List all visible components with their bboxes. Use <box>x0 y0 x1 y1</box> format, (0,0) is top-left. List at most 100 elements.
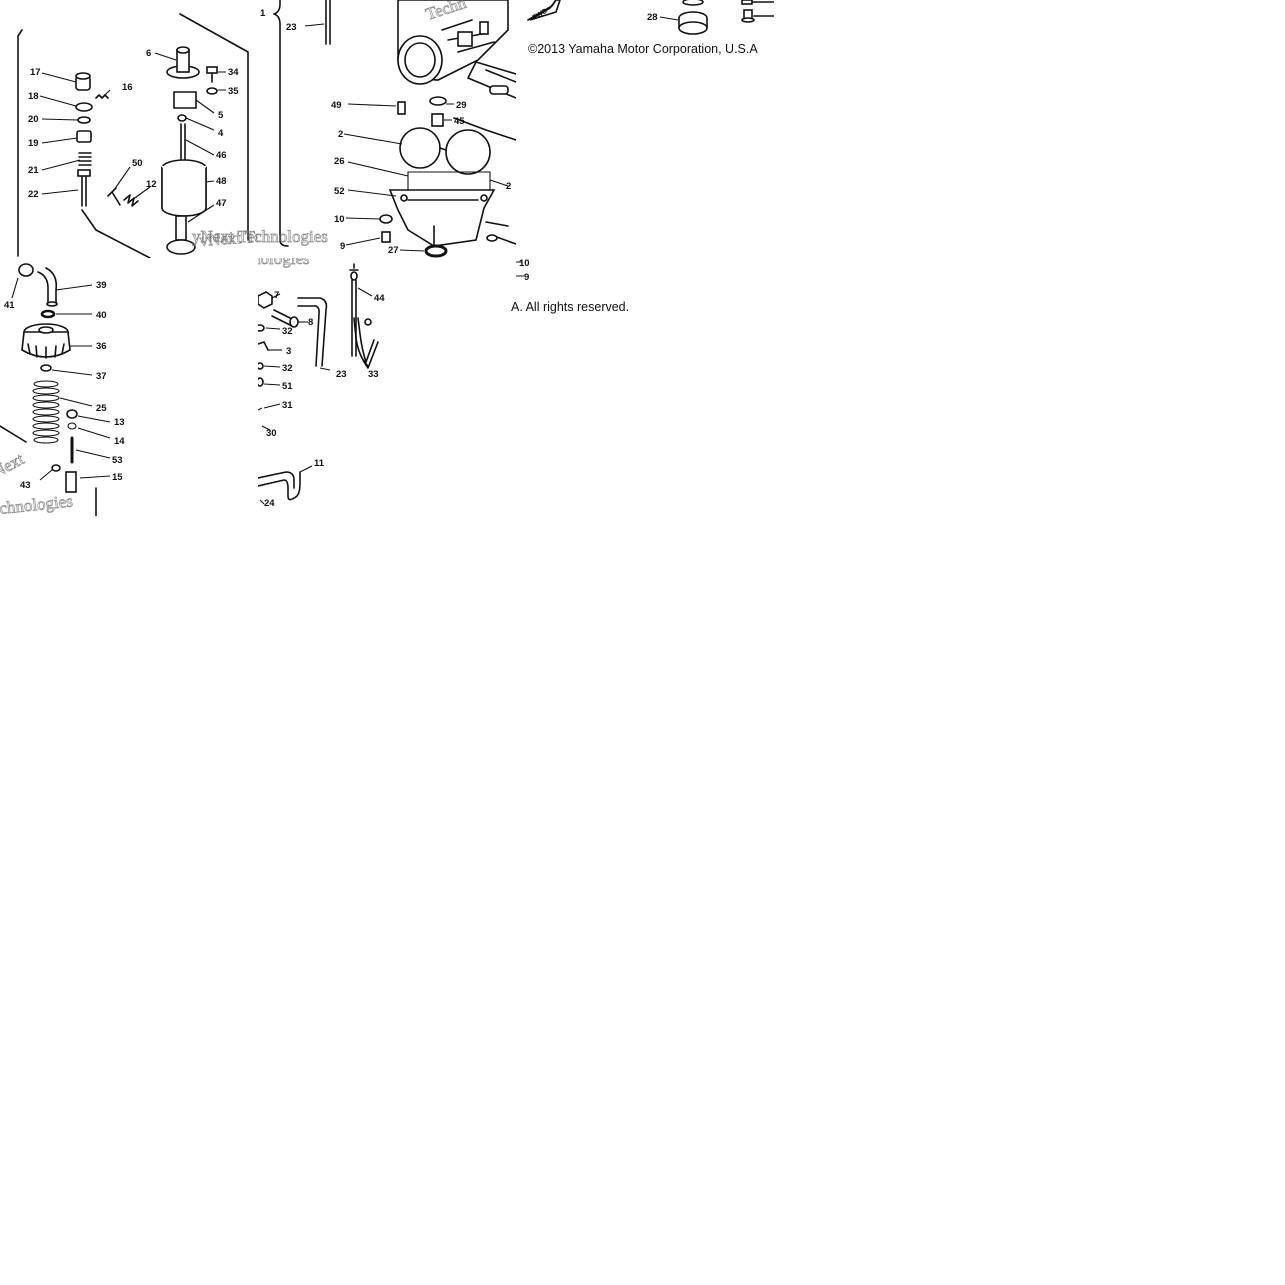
part-o-ring <box>424 244 448 258</box>
top-parts-drawing: 17 16 18 20 19 21 22 50 12 6 34 35 5 4 4… <box>17 13 258 258</box>
callout-10: 10 <box>334 214 345 225</box>
callout-7: 7 <box>274 290 279 301</box>
part-carb-body <box>397 0 509 85</box>
copyright-line-1: ©2013 Yamaha Motor Corporation, U.S.A <box>528 42 758 56</box>
part-28-cap <box>678 0 708 35</box>
top-right-drawing: FWD 28 <box>527 0 774 35</box>
watermark-4: Next <box>0 449 27 481</box>
part-clip <box>77 116 91 124</box>
part-51 <box>258 377 264 387</box>
part-plate <box>173 91 197 109</box>
callout-31: 31 <box>282 400 293 411</box>
callout-11: 11 <box>314 458 325 469</box>
callout-12: 12 <box>146 179 157 190</box>
callout-41: 41 <box>4 300 15 311</box>
callout-29: 29 <box>456 100 467 111</box>
callout-51: 51 <box>282 381 293 392</box>
watermark-5: chnologies <box>0 491 74 516</box>
part-spring <box>78 152 92 166</box>
part-tube-11 <box>258 471 301 501</box>
callout-4: 4 <box>218 128 224 139</box>
watermark-overlay: yNext Technologies <box>192 227 329 247</box>
callout-25: 25 <box>96 403 107 414</box>
callout-39: 39 <box>96 280 107 291</box>
part-washer <box>75 102 93 112</box>
callout-9b: 9 <box>524 272 529 283</box>
part-retainer <box>177 114 187 122</box>
callout-32: 32 <box>282 326 293 337</box>
cap-parts-drawing: 41 39 40 36 37 25 13 14 53 43 15 Next ch… <box>0 263 125 516</box>
callout-32b: 32 <box>282 363 293 374</box>
callout-17: 17 <box>30 67 41 78</box>
callout-16: 16 <box>122 82 133 93</box>
callout-28: 28 <box>647 12 658 23</box>
part-13 <box>66 409 78 419</box>
callout-45: 45 <box>454 116 465 127</box>
fwd-arrow: FWD <box>527 0 561 22</box>
part-cable-44 <box>349 263 373 357</box>
tile1-callouts: 17 16 18 20 19 21 22 50 12 6 34 35 5 4 4… <box>28 48 239 209</box>
part-nut-7 <box>258 291 273 309</box>
diagram-tile-top-right: FWD 28 ©2013 Yamaha Motor Corporation, U… <box>516 0 774 60</box>
callout-23b: 23 <box>336 369 347 380</box>
callout-18: 18 <box>28 91 39 102</box>
callout-40: 40 <box>96 310 107 321</box>
part-washer-37 <box>40 364 52 372</box>
callout-3: 3 <box>286 346 291 357</box>
callout-19: 19 <box>28 138 39 149</box>
frame-bottom <box>81 209 151 258</box>
callout-34: 34 <box>228 67 239 78</box>
watermark-1: vNext Tec <box>199 226 258 250</box>
callout-49: 49 <box>331 100 342 111</box>
part-adjuster-15 <box>65 471 77 493</box>
carburetor-body-drawing: 1 23 49 2 26 52 10 9 27 29 45 2 Techn <box>260 0 516 258</box>
assembly-brace <box>273 0 289 247</box>
part-washer-29 <box>429 96 447 106</box>
part-jet <box>175 215 187 241</box>
part-tube-23 <box>297 297 328 367</box>
diagram-tile-top-parts: 17 16 18 20 19 21 22 50 12 6 34 35 5 4 4… <box>0 0 258 258</box>
part-3 <box>258 341 269 351</box>
part-elbow-fitting <box>37 267 58 305</box>
callout-50: 50 <box>132 158 143 169</box>
callout-24: 24 <box>264 498 275 509</box>
callout-2b: 2 <box>506 181 511 192</box>
part-float-bowl <box>388 189 496 247</box>
part-nut-43 <box>51 464 61 472</box>
callout-14: 14 <box>114 436 125 447</box>
part-main-jet <box>431 113 444 127</box>
fwd-label: FWD <box>532 8 549 22</box>
part-main-spring <box>32 380 60 444</box>
part-washer-32 <box>258 324 265 332</box>
callout-52: 52 <box>334 186 345 197</box>
part-float-gasket <box>407 171 491 193</box>
callout-22: 22 <box>28 189 39 200</box>
callout-30: 30 <box>266 428 277 439</box>
frame-left-lower <box>0 425 27 443</box>
callout-5: 5 <box>218 110 224 121</box>
part-small-spring <box>95 94 109 99</box>
callout-44: 44 <box>374 293 385 304</box>
diagram-tile-hoses: 7 8 32 3 32 51 31 30 23 33 44 11 24 nolo… <box>258 258 516 516</box>
part-idle-screw <box>271 309 299 328</box>
watermark-3: nologies <box>258 258 310 268</box>
part-nut <box>76 130 92 143</box>
part-rod <box>81 171 87 207</box>
callout-2: 2 <box>338 129 343 140</box>
callout-48: 48 <box>216 176 227 187</box>
frame-left <box>17 29 23 257</box>
callout-20: 20 <box>28 114 39 125</box>
part-top-cap <box>166 46 200 79</box>
callout-35: 35 <box>228 86 239 97</box>
part-o-ring-40 <box>40 309 56 319</box>
part-screw-9 <box>381 231 391 243</box>
callout-26: 26 <box>334 156 345 167</box>
callout-36: 36 <box>96 341 107 352</box>
callout-15: 15 <box>112 472 123 483</box>
diagram-tile-carburetor-body: 1 23 49 2 26 52 10 9 27 29 45 2 Techn <box>258 0 516 258</box>
callout-43: 43 <box>20 480 31 491</box>
callout-9: 9 <box>340 241 345 252</box>
callout-27: 27 <box>388 245 399 256</box>
part-vent-rod <box>325 0 331 45</box>
callout-13: 13 <box>114 417 125 428</box>
